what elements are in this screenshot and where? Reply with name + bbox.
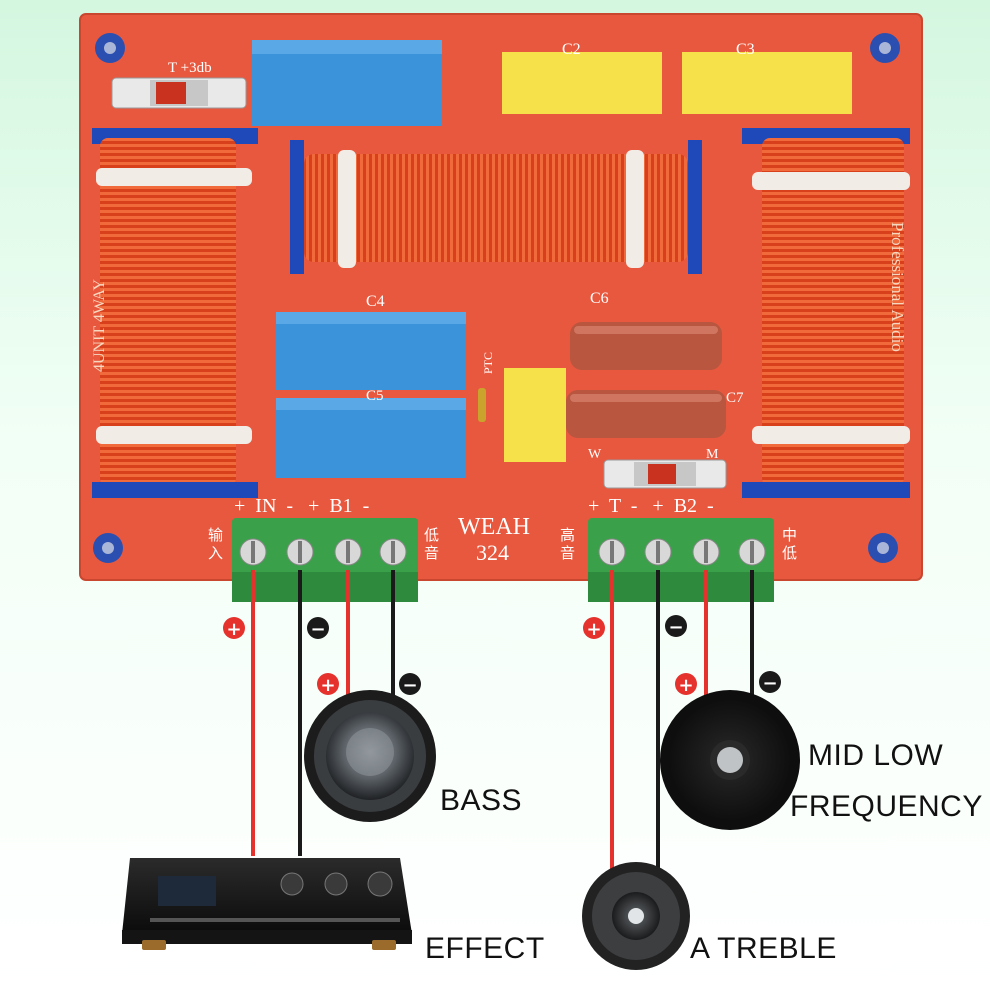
svg-text:−: − — [402, 675, 417, 696]
ptc-fuse — [478, 388, 486, 422]
cap-label-c7: C7 — [726, 390, 744, 406]
svg-text:+: + — [320, 675, 335, 696]
crossover-board: T +3db C2 C3 4UNIT 4WAY — [79, 13, 923, 581]
ptc-label: PTC — [481, 352, 495, 374]
svg-text:−: − — [668, 617, 683, 638]
brand-text: Professional Audio — [888, 222, 907, 352]
capacitor-ptc — [504, 368, 566, 462]
amplifier-icon — [122, 858, 412, 950]
cn-input-b: 入 — [208, 544, 223, 562]
switch-label-m: M — [706, 447, 719, 462]
switch-label-w: W — [588, 447, 602, 462]
tweeter-icon — [582, 862, 690, 970]
switch-top-label: T +3db — [168, 60, 212, 76]
svg-text:+: + — [226, 619, 241, 640]
tweeter-level-switch — [111, 77, 247, 109]
capacitor-c3 — [682, 52, 852, 114]
mid-low-speaker-icon — [660, 690, 800, 830]
terminal-screw-icon — [334, 538, 362, 566]
mid-low-label-line1: MID LOW — [808, 739, 944, 772]
capacitor-c4 — [276, 312, 466, 390]
model-line-1: WEAH — [458, 514, 530, 540]
cap-label-c3: C3 — [736, 41, 755, 58]
wires — [251, 570, 754, 876]
capacitor-c6 — [570, 322, 722, 370]
terminal-screw-icon — [286, 538, 314, 566]
capacitor-c5 — [276, 398, 466, 478]
side-text: 4UNIT 4WAY — [91, 279, 108, 372]
mid-range-switch — [603, 459, 727, 489]
cap-label-c5: C5 — [366, 388, 384, 404]
polarity-minus-icon: − — [399, 673, 421, 696]
effect-label: EFFECT — [425, 932, 545, 965]
cn-input-a: 输 — [208, 526, 223, 544]
mounting-screw-icon — [868, 533, 898, 563]
model-line-2: 324 — [476, 540, 509, 565]
cn-bass-a: 低 — [424, 526, 439, 544]
bass-speaker-icon — [304, 690, 436, 822]
cap-label-c6: C6 — [590, 290, 609, 307]
svg-text:−: − — [310, 619, 325, 640]
bass-label: BASS — [440, 784, 523, 817]
terminal-screw-icon — [692, 538, 720, 566]
inductor-right — [742, 128, 910, 498]
capacitor-c2 — [502, 52, 662, 114]
cn-bass-b: 音 — [424, 544, 439, 562]
terminal-screws — [239, 538, 766, 566]
terminal-block-right — [588, 518, 774, 602]
polarity-plus-icon: + — [317, 673, 339, 696]
capacitor-c1 — [252, 40, 442, 126]
terminal-screw-icon — [644, 538, 672, 566]
polarity-plus-icon: + — [223, 617, 245, 640]
mounting-screw-icon — [93, 533, 123, 563]
svg-text:+: + — [678, 675, 693, 696]
terminal-left-header: + IN - + B1 - — [234, 495, 369, 517]
svg-text:+: + — [586, 619, 601, 640]
mid-low-label-line2: FREQUENCY — [790, 790, 983, 823]
cap-label-c4: C4 — [366, 293, 385, 310]
treble-label: A TREBLE — [690, 932, 837, 965]
inductor-top — [290, 140, 702, 274]
cn-mid-b: 低 — [782, 544, 797, 562]
polarity-minus-icon: − — [307, 617, 329, 640]
polarity-plus-icon: + — [583, 617, 605, 640]
terminal-screw-icon — [239, 538, 267, 566]
cn-treble-a: 高 — [560, 526, 575, 544]
polarity-minus-icon: − — [759, 671, 781, 694]
terminal-block-left — [232, 518, 418, 602]
inductor-left — [92, 128, 258, 498]
svg-text:−: − — [762, 673, 777, 694]
mounting-screw-icon — [95, 33, 125, 63]
terminal-screw-icon — [738, 538, 766, 566]
polarity-plus-icon: + — [675, 673, 697, 696]
cn-mid-a: 中 — [782, 526, 797, 544]
terminal-screw-icon — [598, 538, 626, 566]
cn-treble-b: 音 — [560, 544, 575, 562]
terminal-right-header: + T - + B2 - — [588, 495, 714, 517]
terminal-screw-icon — [379, 538, 407, 566]
mounting-screw-icon — [870, 33, 900, 63]
polarity-minus-icon: − — [665, 615, 687, 638]
capacitor-c7 — [566, 390, 726, 438]
cap-label-c2: C2 — [562, 41, 581, 58]
